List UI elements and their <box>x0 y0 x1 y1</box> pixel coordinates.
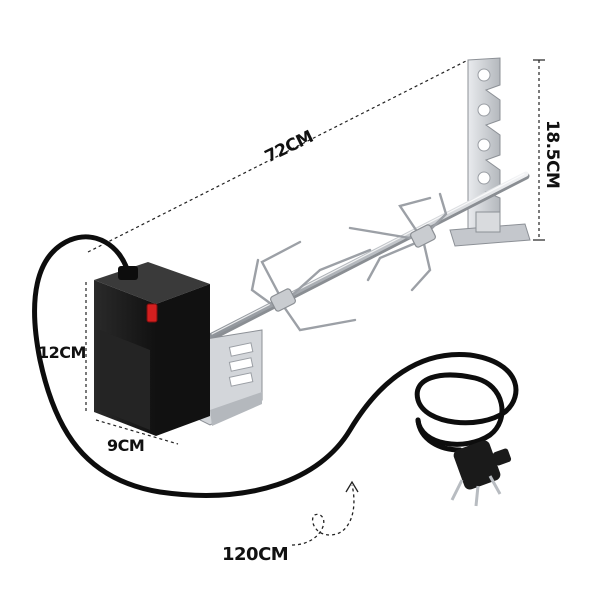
motor-height-label: 12CM <box>38 343 86 362</box>
motor-height-dimension: 12CM <box>38 282 87 412</box>
cable-length-label: 120CM <box>222 544 288 565</box>
mounting-bracket <box>449 57 531 247</box>
motor-box <box>94 262 210 436</box>
motor-width-dimension: 9CM <box>95 419 179 455</box>
spit-length-label: 72CM <box>262 127 317 167</box>
motor-bracket <box>199 329 263 426</box>
curved-arrow-icon <box>291 484 355 546</box>
spit-rod <box>206 171 530 342</box>
bracket-height-label: 18.5CM <box>542 120 562 188</box>
power-switch-icon <box>146 303 158 323</box>
bracket-height-dimension: 18.5CM <box>533 59 562 241</box>
fork-right <box>348 192 448 292</box>
fork-left <box>250 240 372 332</box>
plug-icon <box>450 440 512 507</box>
motor-width-label: 9CM <box>107 436 144 455</box>
cable-length-callout: 120CM <box>222 480 359 565</box>
power-cable <box>32 234 519 498</box>
